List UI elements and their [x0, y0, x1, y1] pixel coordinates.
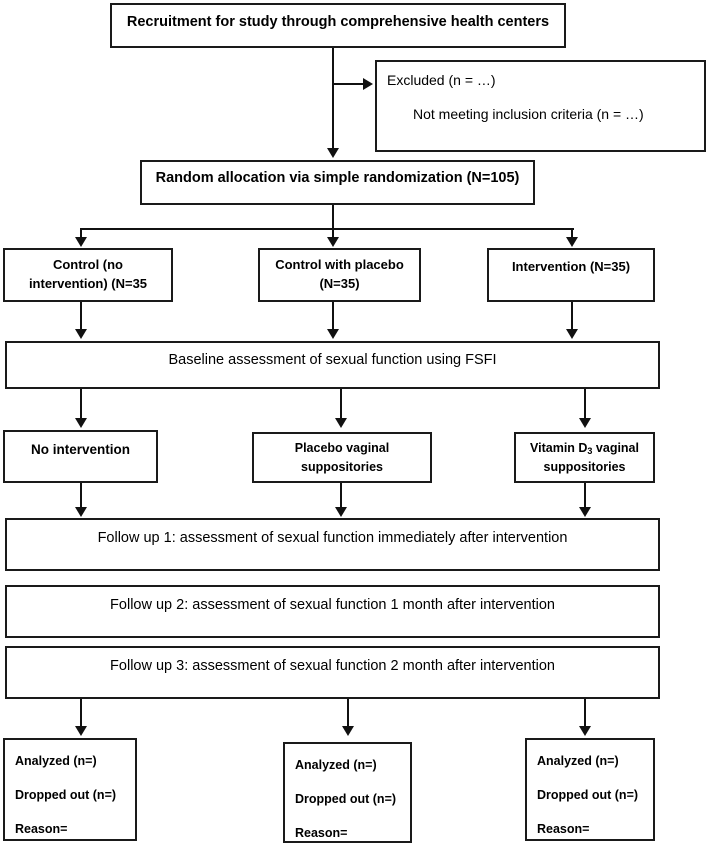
node-treatment-vitamin-line1-pre: Vitamin D	[530, 440, 588, 455]
node-arm-placebo: Control with placebo (N=35)	[258, 248, 421, 302]
arrow-to-arm-placebo	[327, 237, 339, 247]
connector-arm-intervention-to-baseline	[571, 302, 573, 331]
node-treatment-vitamin-line1-sub: 3	[587, 445, 593, 456]
node-excluded-line2: Not meeting inclusion criteria (n = …)	[413, 106, 644, 123]
node-analysis-placebo: Analyzed (n=) Dropped out (n=) Reason=	[283, 742, 412, 843]
arrow-arm-control-to-baseline	[75, 329, 87, 339]
connector-arm-intervention-drop	[571, 228, 573, 240]
node-treatment-placebo-suppositories: Placebo vaginal suppositories	[252, 432, 432, 483]
node-treatment-placebo-line2: suppositories	[301, 459, 383, 474]
connector-baseline-to-no-intervention	[80, 389, 82, 419]
node-treatment-vitamin-line1-post: vaginal	[592, 440, 639, 455]
node-treatment-vitamin-d3-suppositories: Vitamin D3 vaginal suppositories	[514, 432, 655, 483]
node-analysis-control: Analyzed (n=) Dropped out (n=) Reason=	[3, 738, 137, 841]
arrow-baseline-to-placebo-supp	[335, 418, 347, 428]
node-analysis-intervention-line2: Dropped out (n=)	[537, 788, 639, 803]
connector-followup3-to-analysis-control	[80, 699, 82, 728]
arrow-followup3-to-analysis-intervention	[579, 726, 591, 736]
node-analysis-placebo-line2: Dropped out (n=)	[295, 792, 397, 807]
connector-recruitment-trunk	[332, 48, 334, 150]
connector-baseline-to-placebo-supp	[340, 389, 342, 419]
arrow-to-arm-intervention	[566, 237, 578, 247]
node-analysis-control-line1: Analyzed (n=)	[15, 754, 97, 768]
node-recruitment-label: Recruitment for study through comprehens…	[126, 14, 550, 30]
arrow-arm-intervention-to-baseline	[566, 329, 578, 339]
node-followup-3-label: Follow up 3: assessment of sexual functi…	[110, 658, 555, 674]
node-arm-placebo-line2: (N=35)	[319, 276, 360, 291]
node-excluded-line1: Excluded (n = …)	[387, 72, 496, 88]
node-analysis-control-line3: Reason=	[15, 822, 68, 837]
connector-no-intervention-to-followup1	[80, 483, 82, 511]
node-analysis-placebo-line3: Reason=	[295, 826, 348, 841]
connector-arm-placebo-to-baseline	[332, 302, 334, 331]
node-followup-1-label: Follow up 1: assessment of sexual functi…	[97, 530, 568, 546]
node-analysis-intervention-line3: Reason=	[537, 822, 590, 837]
node-analysis-intervention-line1: Analyzed (n=)	[537, 754, 619, 768]
node-arm-intervention: Intervention (N=35)	[487, 248, 655, 302]
node-baseline-assessment: Baseline assessment of sexual function u…	[5, 341, 660, 389]
node-arm-intervention-line1: Intervention (N=35)	[511, 259, 631, 274]
connector-allocation-spread	[80, 228, 574, 230]
node-arm-control-line2: intervention) (N=35	[28, 276, 148, 291]
connector-excluded-branch	[333, 83, 365, 85]
arrow-to-excluded	[363, 78, 373, 90]
connector-followup3-to-analysis-placebo	[347, 699, 349, 728]
arrow-to-arm-control	[75, 237, 87, 247]
node-treatment-no-intervention-line1: No intervention	[30, 442, 130, 457]
arrow-placebo-supp-to-followup1	[335, 507, 347, 517]
node-arm-control: Control (no intervention) (N=35	[3, 248, 173, 302]
node-treatment-no-intervention: No intervention	[3, 430, 158, 483]
arrow-vitamin-supp-to-followup1	[579, 507, 591, 517]
arrow-no-intervention-to-followup1	[75, 507, 87, 517]
node-analysis-placebo-line1: Analyzed (n=)	[295, 758, 377, 772]
node-arm-placebo-line1: Control with placebo	[275, 257, 404, 273]
arrow-followup3-to-analysis-control	[75, 726, 87, 736]
arrow-baseline-to-no-intervention	[75, 418, 87, 428]
node-treatment-vitamin-line2: suppositories	[543, 459, 626, 474]
node-recruitment: Recruitment for study through comprehens…	[110, 3, 566, 48]
node-followup-1: Follow up 1: assessment of sexual functi…	[5, 518, 660, 571]
node-followup-3: Follow up 3: assessment of sexual functi…	[5, 646, 660, 699]
connector-arm-placebo-drop	[332, 228, 334, 240]
connector-baseline-to-vitamin-supp	[584, 389, 586, 419]
node-baseline-assessment-label: Baseline assessment of sexual function u…	[168, 352, 497, 368]
arrow-followup3-to-analysis-placebo	[342, 726, 354, 736]
node-treatment-vitamin-line1: Vitamin D3 vaginal	[516, 439, 653, 458]
connector-vitamin-supp-to-followup1	[584, 483, 586, 511]
connector-followup3-to-analysis-intervention	[584, 699, 586, 728]
node-random-allocation-label: Random allocation via simple randomizati…	[155, 170, 520, 186]
arrow-recruitment-to-allocation	[327, 148, 339, 158]
node-followup-2: Follow up 2: assessment of sexual functi…	[5, 585, 660, 638]
arrow-baseline-to-vitamin-supp	[579, 418, 591, 428]
connector-arm-control-to-baseline	[80, 302, 82, 331]
node-treatment-placebo-line1: Placebo vaginal	[294, 441, 390, 456]
arrow-arm-placebo-to-baseline	[327, 329, 339, 339]
connector-allocation-stem	[332, 205, 334, 229]
node-random-allocation: Random allocation via simple randomizati…	[140, 160, 535, 205]
node-analysis-control-line2: Dropped out (n=)	[15, 788, 117, 803]
node-arm-control-line1: Control (no	[52, 257, 124, 273]
node-excluded: Excluded (n = …) Not meeting inclusion c…	[375, 60, 706, 152]
connector-placebo-supp-to-followup1	[340, 483, 342, 511]
node-analysis-intervention: Analyzed (n=) Dropped out (n=) Reason=	[525, 738, 655, 841]
connector-arm-control-drop	[80, 228, 82, 240]
node-followup-2-label: Follow up 2: assessment of sexual functi…	[110, 597, 555, 613]
